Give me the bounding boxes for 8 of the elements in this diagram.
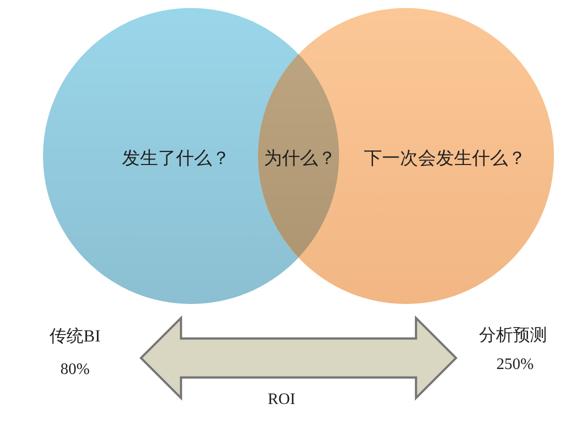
percentage-label: 80%: [60, 361, 90, 379]
question-text: 为什么？: [264, 149, 336, 169]
percentage-label: 250%: [496, 356, 534, 374]
category-label: 传统BI: [50, 328, 100, 346]
question-text: 下一次会发生什么？: [364, 149, 526, 169]
category-label: 分析预测: [479, 326, 547, 346]
double-arrow: [139, 315, 458, 401]
question-text: 发生了什么？: [122, 149, 230, 169]
